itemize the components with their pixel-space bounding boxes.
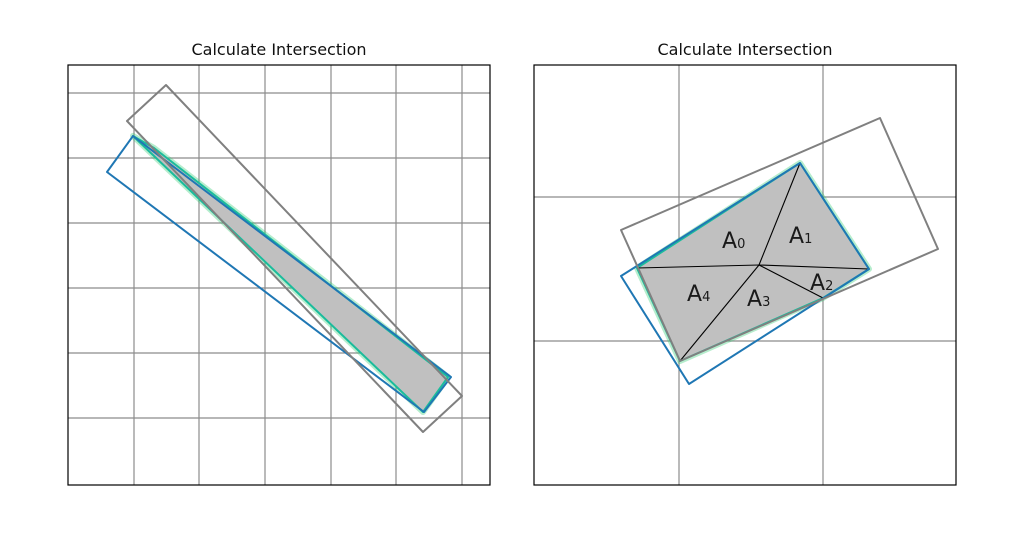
area-label-a1: A1	[789, 224, 812, 249]
gray-rectangle	[126, 84, 463, 433]
fan-line-2	[758, 264, 870, 270]
area-label-a3: A3	[747, 287, 770, 312]
gray-rectangle	[620, 117, 939, 362]
left-panel	[67, 64, 491, 486]
right-panel: A0 A1 A2 A3 A4	[533, 64, 957, 486]
left-panel-title: Calculate Intersection	[191, 40, 367, 59]
area-label-a2: A2	[810, 271, 833, 296]
fan-line-1	[758, 162, 801, 266]
fan-line-4	[679, 264, 760, 362]
area-labels: A0 A1 A2 A3 A4	[687, 224, 833, 312]
fan-line-3	[758, 264, 824, 299]
fan-line-0	[636, 264, 760, 269]
intersection-polygon	[132, 135, 449, 413]
blue-rectangle	[620, 162, 870, 385]
area-label-a0: A0	[722, 229, 745, 254]
right-panel-title: Calculate Intersection	[657, 40, 833, 59]
left-grid	[68, 65, 490, 485]
area-label-a4: A4	[687, 282, 710, 307]
left-frame	[67, 64, 491, 486]
right-frame	[533, 64, 957, 486]
blue-rectangle	[106, 135, 452, 413]
triangulation-fan	[636, 162, 870, 362]
